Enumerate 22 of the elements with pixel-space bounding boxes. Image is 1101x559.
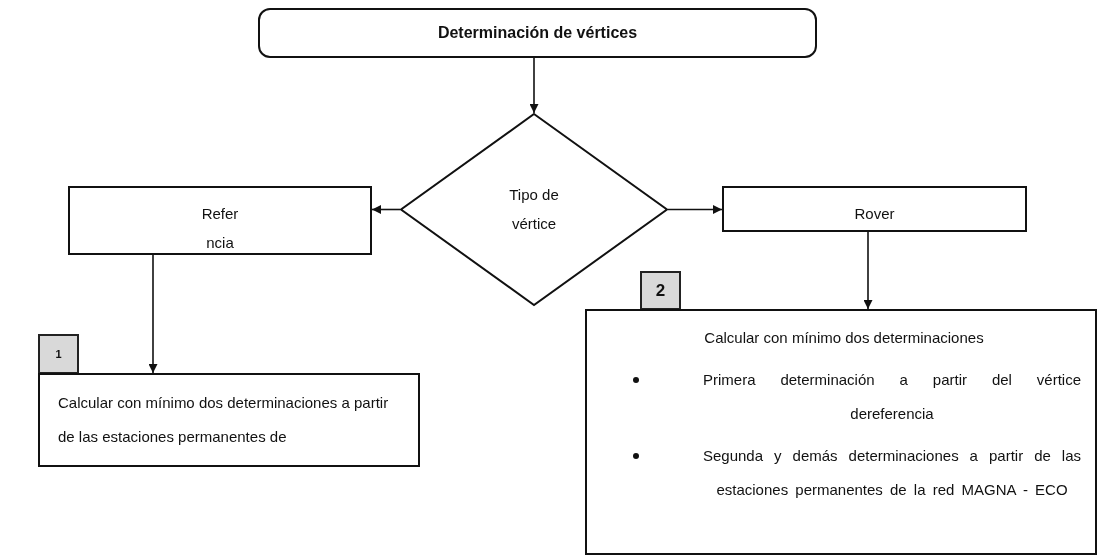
- box-text: Refer ncia: [200, 204, 240, 253]
- process-box: [38, 373, 420, 467]
- arrow: [529, 57, 539, 114]
- arrow: [863, 231, 873, 310]
- process-box: [722, 186, 1027, 232]
- title-text: Determinación de vértices: [437, 24, 638, 42]
- box-heading: Calcular con mínimo dos determinaciones: [704, 328, 984, 348]
- arrow: [667, 205, 723, 214]
- arrow: [371, 205, 401, 214]
- number-tab: [640, 271, 681, 310]
- title-box: [258, 8, 817, 58]
- step-number: 2: [655, 280, 666, 301]
- number-tab: [38, 334, 79, 374]
- list-item-text: Segunda y demás determinaciones a partir de las estaciones permanentes de la red MAGNA - ECO: [703, 446, 1081, 500]
- arrow: [148, 254, 158, 374]
- box-text: Rover: [854, 204, 895, 224]
- process-box: [68, 186, 372, 255]
- step-number: 1: [55, 348, 62, 360]
- list-item-text: Primera determinación a partir del vértice dereferencia: [703, 370, 1081, 424]
- process-box: [585, 309, 1097, 555]
- decision-text: Tipo de vértice: [508, 185, 560, 234]
- box-text: Calcular con mínimo dos determinaciones a partir de las estaciones permanentes de: [58, 393, 390, 447]
